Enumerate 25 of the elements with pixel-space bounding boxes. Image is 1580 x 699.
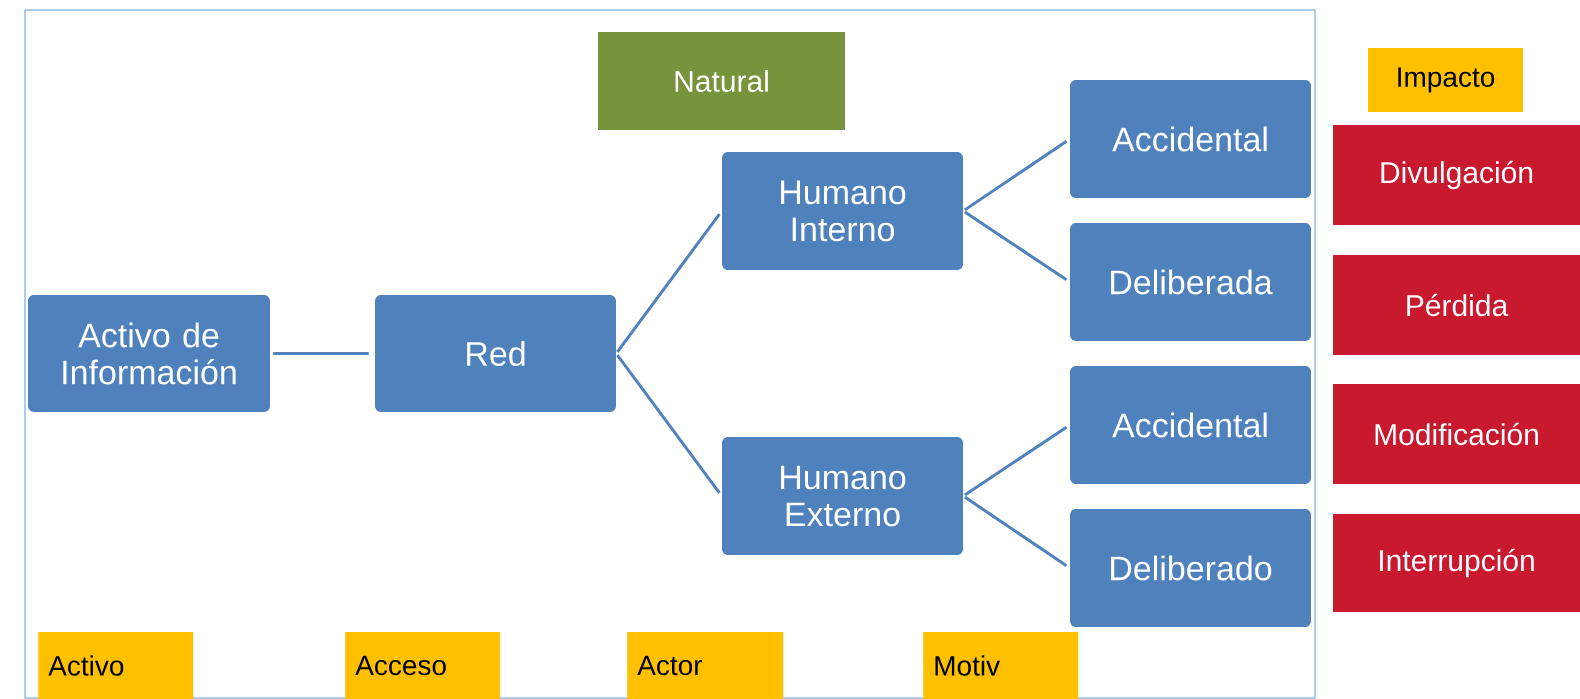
connector-line xyxy=(964,425,1068,497)
connector-line xyxy=(964,495,1068,567)
heading-tag: Motiv xyxy=(923,632,1079,699)
connector-line xyxy=(964,210,1068,282)
process-box: Accidental xyxy=(1070,80,1311,198)
process-box: Accidental xyxy=(1070,366,1311,484)
impact-box: Modificación xyxy=(1333,384,1580,484)
process-box: Red xyxy=(375,295,616,412)
process-box: Deliberado xyxy=(1070,509,1311,627)
category-box: Natural xyxy=(598,32,845,130)
process-box: Humano Externo xyxy=(722,437,963,555)
connector-line xyxy=(616,213,721,353)
connector-line xyxy=(273,352,369,355)
process-box: Humano Interno xyxy=(722,152,963,270)
heading-tag: Acceso xyxy=(345,632,501,699)
impact-box: Pérdida xyxy=(1333,255,1580,355)
heading-tag: Impacto xyxy=(1368,48,1523,112)
process-box: Activo de Información xyxy=(28,295,270,412)
connector-line xyxy=(964,140,1068,212)
heading-tag: Actor xyxy=(627,632,784,699)
process-box: Deliberada xyxy=(1070,223,1311,341)
connector-line xyxy=(616,354,721,494)
impact-box: Interrupción xyxy=(1333,514,1580,612)
heading-tag: Activo xyxy=(38,632,194,699)
impact-box: Divulgación xyxy=(1333,125,1580,225)
